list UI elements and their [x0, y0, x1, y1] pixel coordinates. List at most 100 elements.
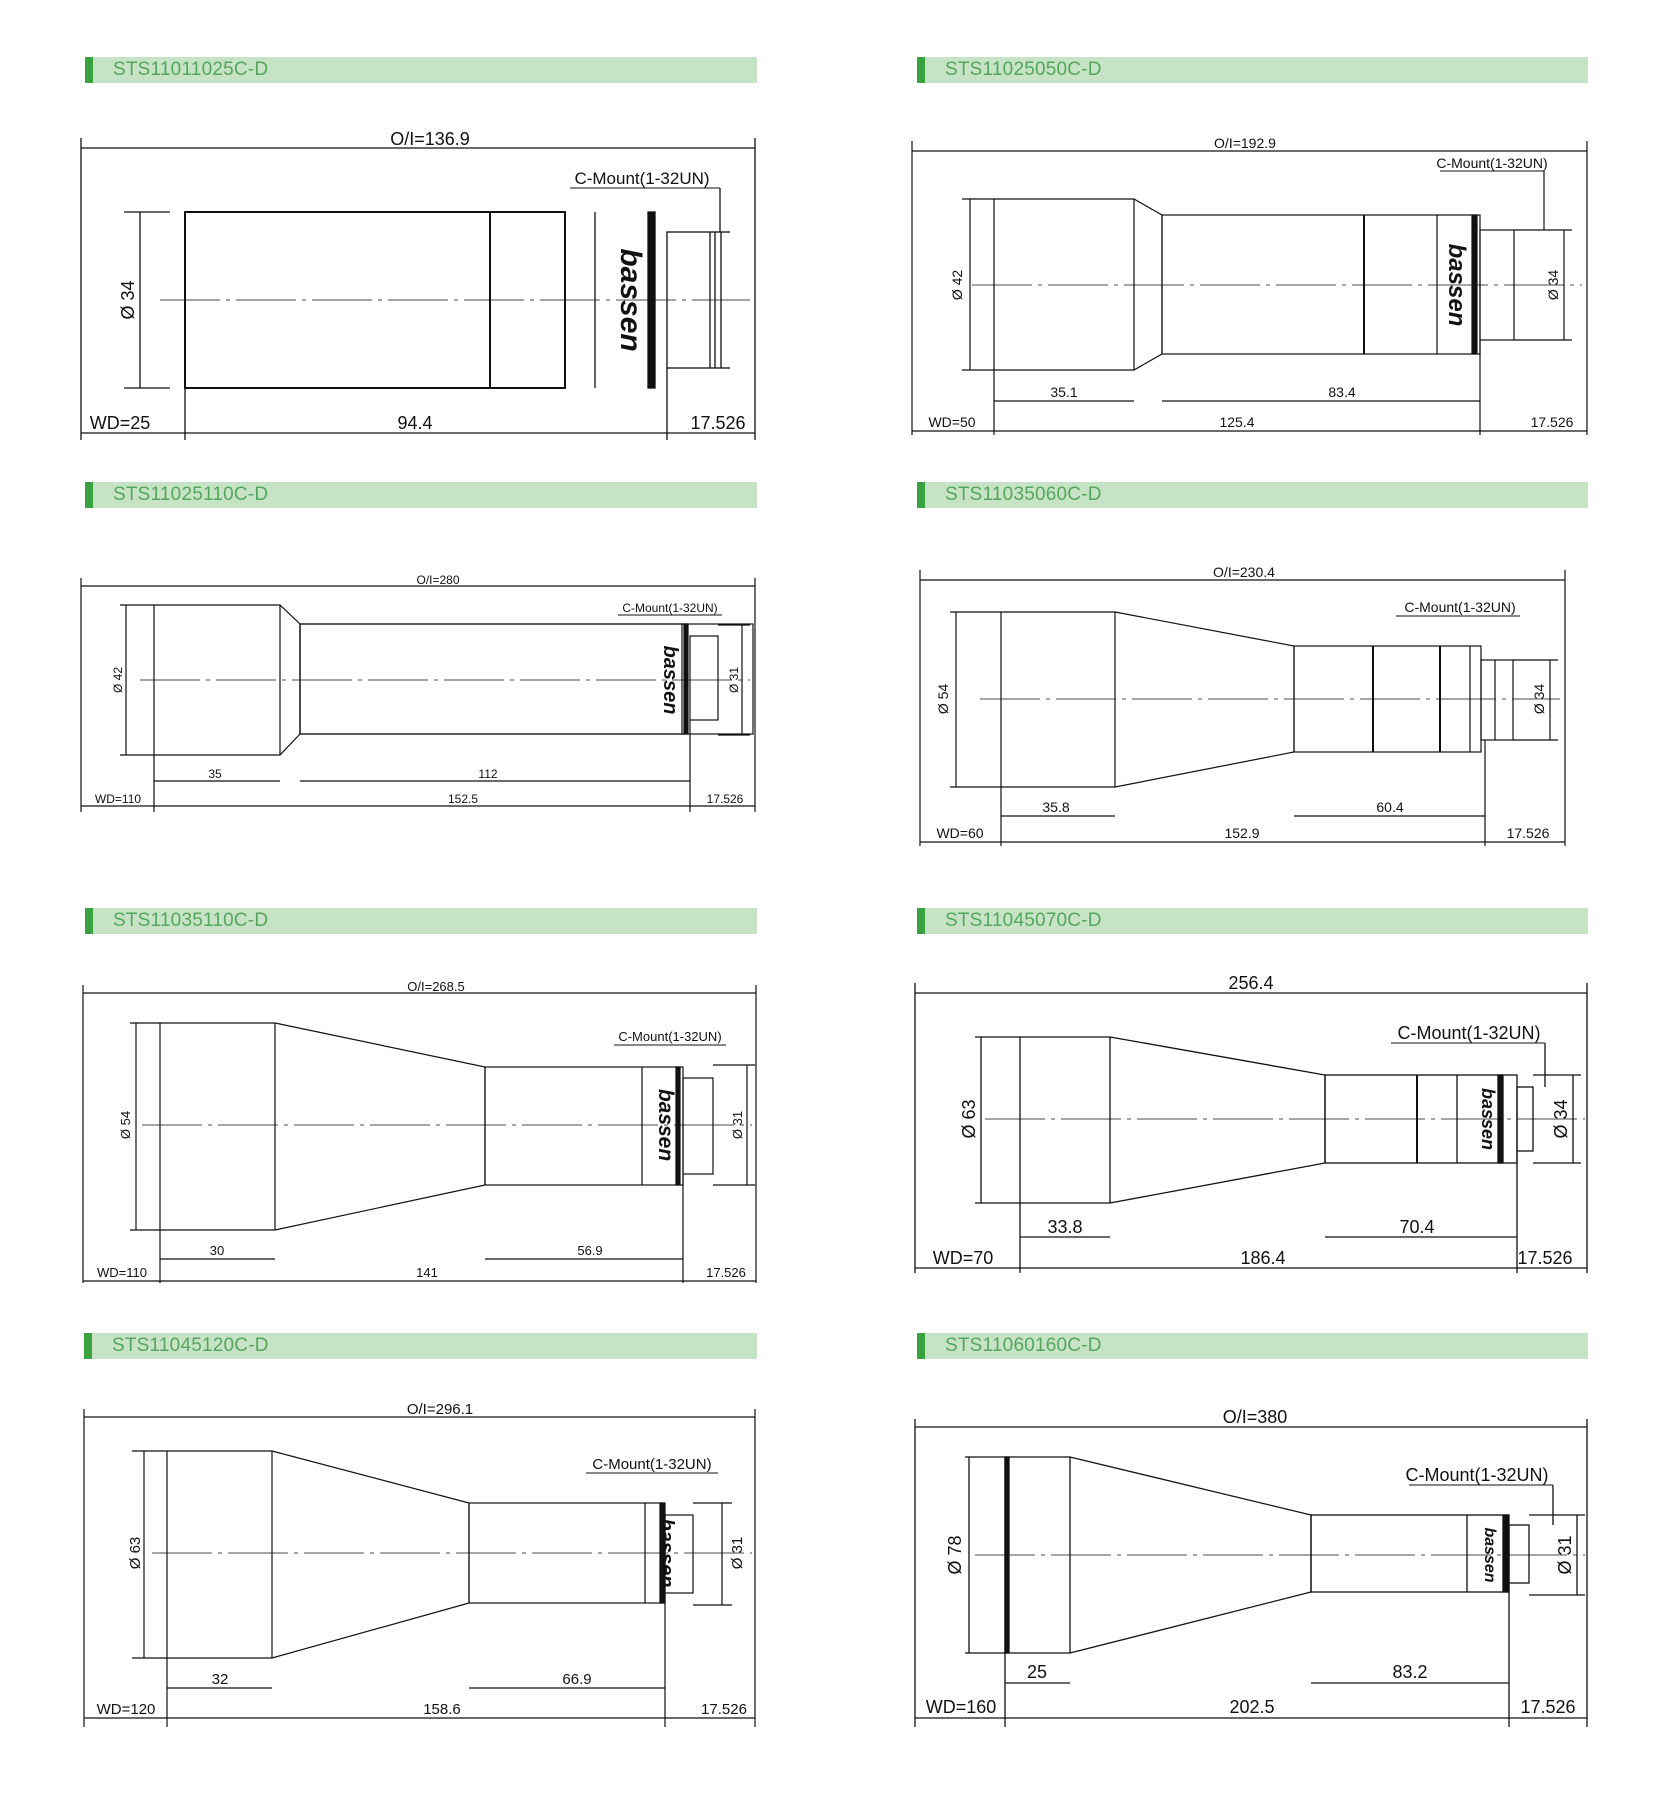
lens-drawing-2: O/I=192.9 C-Mount(1-32UN) Ø 42 Ø 34 bass…	[911, 135, 1588, 435]
front-diameter: Ø 78	[945, 1535, 965, 1574]
model-header-5: STS11035110C-D	[85, 908, 757, 934]
flange-distance: 17.526	[1531, 414, 1574, 430]
model-title: STS11025050C-D	[945, 59, 1102, 80]
c-mount-label: C-Mount(1-32UN)	[1436, 155, 1547, 171]
body-length: 152.5	[448, 792, 478, 806]
back-diameter: Ø 31	[1555, 1535, 1575, 1574]
model-header-8: STS11060160C-D	[917, 1333, 1588, 1359]
logo-text: bassen	[1443, 244, 1470, 327]
model-header-1: STS11011025C-D	[85, 57, 757, 83]
lens-drawing-6: 256.4 C-Mount(1-32UN) Ø 63 Ø 34 bassen 3…	[914, 973, 1588, 1273]
model-title: STS11011025C-D	[113, 59, 269, 80]
wd-dimension: WD=50	[928, 414, 975, 430]
body-length: 152.9	[1224, 825, 1259, 841]
rear-length: 56.9	[577, 1243, 602, 1258]
rear-length: 60.4	[1376, 799, 1403, 815]
wd-dimension: WD=160	[926, 1697, 997, 1717]
front-diameter: Ø 63	[127, 1537, 144, 1570]
model-title: STS11045120C-D	[112, 1335, 269, 1356]
oi-dimension: 256.4	[1228, 973, 1273, 993]
wd-dimension: WD=120	[97, 1701, 156, 1718]
lens-drawing-4: O/I=230.4 C-Mount(1-32UN) Ø 54 Ø 34 35.8…	[919, 564, 1566, 846]
model-title: STS11035110C-D	[113, 910, 269, 931]
oi-dimension: O/I=280	[416, 573, 459, 587]
model-header-4: STS11035060C-D	[917, 482, 1588, 508]
logo-text: bassen	[1481, 1527, 1498, 1582]
back-diameter: Ø 34	[1551, 1099, 1571, 1138]
lens-drawing-5: O/I=268.5 C-Mount(1-32UN) Ø 54 Ø 31 bass…	[82, 979, 757, 1283]
lens-drawing-3: O/I=280 C-Mount(1-32UN) Ø 42 Ø 31 bassen…	[80, 573, 756, 812]
body-length: 94.4	[397, 413, 432, 433]
rear-length: 66.9	[562, 1671, 591, 1688]
flange-distance: 17.526	[690, 413, 745, 433]
oi-dimension: O/I=268.5	[407, 979, 464, 994]
c-mount-label: C-Mount(1-32UN)	[574, 169, 709, 188]
front-length: 30	[210, 1243, 224, 1258]
wd-dimension: WD=110	[95, 792, 141, 806]
wd-dimension: WD=70	[933, 1248, 994, 1268]
c-mount-label: C-Mount(1-32UN)	[1405, 1465, 1548, 1485]
c-mount-label: C-Mount(1-32UN)	[618, 1029, 721, 1044]
front-diameter: Ø 42	[111, 667, 125, 693]
front-diameter: Ø 63	[959, 1099, 979, 1138]
c-mount-label: C-Mount(1-32UN)	[592, 1456, 711, 1473]
model-title: STS11035060C-D	[945, 484, 1102, 505]
lens-drawing-1: O/I=136.9 C-Mount(1-32UN) Ø 34 bassen WD…	[80, 129, 756, 440]
front-length: 33.8	[1047, 1217, 1082, 1237]
oi-dimension: O/I=192.9	[1214, 135, 1276, 151]
wd-dimension: WD=25	[90, 413, 151, 433]
logo-text: bassen	[654, 1089, 677, 1161]
oi-dimension: O/I=230.4	[1213, 564, 1275, 580]
model-header-2: STS11025050C-D	[917, 57, 1588, 83]
wd-dimension: WD=60	[936, 825, 983, 841]
front-diameter: Ø 42	[949, 270, 965, 301]
logo-text: bassen	[655, 1519, 677, 1588]
flange-distance: 17.526	[1517, 1248, 1572, 1268]
front-diameter: Ø 34	[118, 280, 138, 319]
lens-drawing-7: O/I=296.1 C-Mount(1-32UN) Ø 63 Ø 31 bass…	[83, 1401, 756, 1727]
logo-text: bassen	[614, 248, 647, 351]
body-length: 125.4	[1219, 414, 1254, 430]
c-mount-label: C-Mount(1-32UN)	[622, 601, 717, 615]
back-diameter: Ø 34	[1531, 684, 1547, 715]
body-length: 202.5	[1229, 1697, 1274, 1717]
rear-length: 83.4	[1328, 384, 1355, 400]
logo-text: bassen	[1478, 1088, 1498, 1150]
flange-distance: 17.526	[707, 792, 744, 806]
flange-distance: 17.526	[701, 1701, 747, 1718]
model-header-3: STS11025110C-D	[85, 482, 757, 508]
wd-dimension: WD=110	[97, 1265, 147, 1280]
lens-drawing-8: O/I=380 C-Mount(1-32UN) Ø 78 Ø 31 bassen…	[914, 1407, 1588, 1727]
logo-text: bassen	[659, 646, 681, 715]
body-length: 158.6	[423, 1701, 461, 1718]
front-length: 35.1	[1050, 384, 1077, 400]
front-length: 32	[212, 1671, 229, 1688]
flange-distance: 17.526	[1507, 825, 1550, 841]
body-length: 186.4	[1240, 1248, 1285, 1268]
model-header-6: STS11045070C-D	[917, 908, 1588, 934]
model-title: STS11045070C-D	[945, 910, 1102, 931]
rear-length: 112	[478, 767, 497, 781]
oi-dimension: O/I=380	[1223, 1407, 1288, 1427]
rear-length: 83.2	[1392, 1662, 1427, 1682]
back-diameter: Ø 31	[727, 667, 741, 693]
oi-dimension: O/I=296.1	[407, 1401, 473, 1418]
front-length: 35.8	[1042, 799, 1069, 815]
model-title: STS11025110C-D	[113, 484, 269, 505]
back-diameter: Ø 31	[730, 1111, 745, 1139]
back-diameter: Ø 31	[729, 1537, 746, 1570]
front-diameter: Ø 54	[935, 684, 951, 715]
model-header-7: STS11045120C-D	[84, 1333, 757, 1359]
body-length: 141	[416, 1265, 438, 1280]
back-diameter: Ø 34	[1545, 270, 1561, 301]
front-length: 35	[208, 767, 222, 781]
oi-dimension: O/I=136.9	[390, 129, 470, 149]
rear-length: 70.4	[1399, 1217, 1434, 1237]
front-length: 25	[1027, 1662, 1047, 1682]
model-title: STS11060160C-D	[945, 1335, 1102, 1356]
front-diameter: Ø 54	[118, 1111, 133, 1139]
c-mount-label: C-Mount(1-32UN)	[1397, 1023, 1540, 1043]
flange-distance: 17.526	[706, 1265, 746, 1280]
c-mount-label: C-Mount(1-32UN)	[1404, 599, 1515, 615]
flange-distance: 17.526	[1520, 1697, 1575, 1717]
